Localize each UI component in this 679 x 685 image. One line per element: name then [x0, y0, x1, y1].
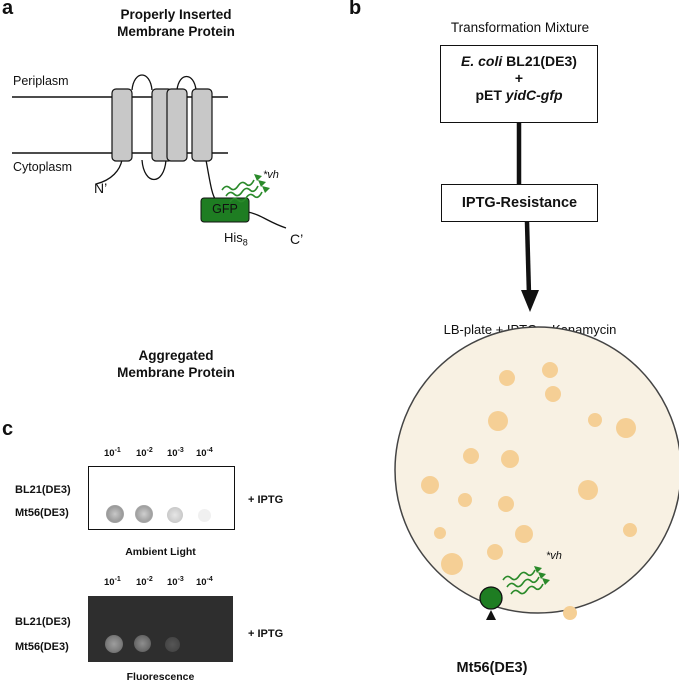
ambient-dilution-labels: 10-1 10-2 10-3 10-4: [104, 447, 234, 463]
box1-strain-text: BL21(DE3): [502, 53, 577, 69]
ambient-spot-3: [167, 507, 183, 523]
emission-label-a: *vh: [263, 169, 279, 181]
iptg-resistance-box: IPTG-Resistance: [441, 184, 598, 222]
emission-arrows-a: [221, 179, 263, 203]
fluorescence-image: [88, 596, 233, 662]
emission-arrowheads-a: [254, 174, 270, 193]
tm-helix-3: [166, 88, 188, 162]
his-subscript: 8: [242, 237, 248, 248]
gfp-box: [200, 197, 250, 223]
box1-strain-italic: E. coli: [461, 53, 503, 69]
colonies: [421, 362, 637, 620]
flow-and-plate-graphic: [394, 123, 679, 620]
cytoplasm-label: Cytoplasm: [13, 160, 73, 174]
inserted-protein-title: Properly Inserted Membrane Protein: [86, 6, 266, 40]
fluor-spot-3: [165, 637, 180, 652]
ambient-dilution-1: 10-1: [104, 447, 121, 460]
ambient-strain1: BL21(DE3): [15, 484, 71, 496]
box1-plasmid-line: pET yidC-gfp: [441, 85, 597, 105]
fluor-spot-1: [105, 635, 123, 653]
strain-plasmid-box: E. coli BL21(DE3) + pET yidC-gfp: [440, 45, 598, 123]
his-tag-label: His8: [224, 230, 248, 248]
membrane-protein-diagram: [12, 74, 287, 229]
mutant-colony: [479, 586, 503, 610]
panel-c-letter: c: [2, 418, 14, 440]
ambient-dilution-2: 10-2: [136, 447, 153, 460]
mixture-title: Transformation Mixture: [450, 20, 590, 35]
fluor-spot-2: [134, 635, 151, 652]
emission-label-b: *vh: [546, 550, 562, 562]
emission-arrows-b: [502, 569, 544, 595]
inserted-title-line2: Membrane Protein: [117, 24, 235, 39]
box1-strain-line: E. coli BL21(DE3): [441, 51, 597, 71]
flow-arrow-segment-2: [524, 221, 532, 296]
box1-plus: +: [514, 70, 524, 86]
ambient-spot-2: [135, 505, 153, 523]
fluor-condition: + IPTG: [248, 628, 284, 640]
mutant-pointer-head: [486, 610, 496, 620]
protein-chain: [95, 74, 287, 229]
fluor-dilution-3: 10-3: [167, 576, 184, 589]
box1-plasmid-text: pET: [475, 87, 506, 103]
ambient-spot-4: [198, 509, 211, 522]
tm-helix-4: [191, 88, 213, 162]
aggregated-protein-title: Aggregated Membrane Protein: [86, 347, 266, 381]
emission-arrowheads-b: [534, 566, 550, 585]
agar-plate: [394, 326, 679, 614]
fluor-dilution-1: 10-1: [104, 576, 121, 589]
panel-b-letter: b: [349, 0, 362, 19]
fluorescence-dilution-labels: 10-1 10-2 10-3 10-4: [104, 576, 234, 592]
aggregated-title-line2: Membrane Protein: [117, 365, 235, 380]
tm-helix-1: [111, 88, 133, 162]
fluor-dilution-2: 10-2: [136, 576, 153, 589]
aggregated-title-line1: Aggregated: [138, 348, 214, 363]
fluor-dilution-4: 10-4: [196, 576, 213, 589]
periplasm-label: Periplasm: [13, 74, 69, 88]
his-text: His: [224, 230, 243, 245]
ambient-light-image: [88, 466, 235, 530]
flow-arrowhead: [521, 290, 539, 312]
ambient-spot-1: [106, 505, 124, 523]
inserted-title-line1: Properly Inserted: [120, 7, 232, 22]
panel-a-letter: a: [2, 0, 14, 19]
ambient-caption: Ambient Light: [125, 546, 196, 558]
ambient-condition: + IPTG: [248, 494, 284, 506]
ambient-dilution-3: 10-3: [167, 447, 184, 460]
fluor-strain2: Mt56(DE3): [15, 641, 69, 653]
mutant-label: Mt56(DE3): [456, 660, 528, 676]
ambient-dilution-4: 10-4: [196, 447, 213, 460]
box1-plasmid-italic: yidC-gfp: [505, 87, 563, 103]
fluor-strain1: BL21(DE3): [15, 616, 71, 628]
c-terminus-label: C’: [290, 231, 304, 247]
fluorescence-caption: Fluorescence: [126, 671, 195, 683]
ambient-strain2: Mt56(DE3): [15, 507, 69, 519]
gfp-label: GFP: [212, 202, 238, 216]
